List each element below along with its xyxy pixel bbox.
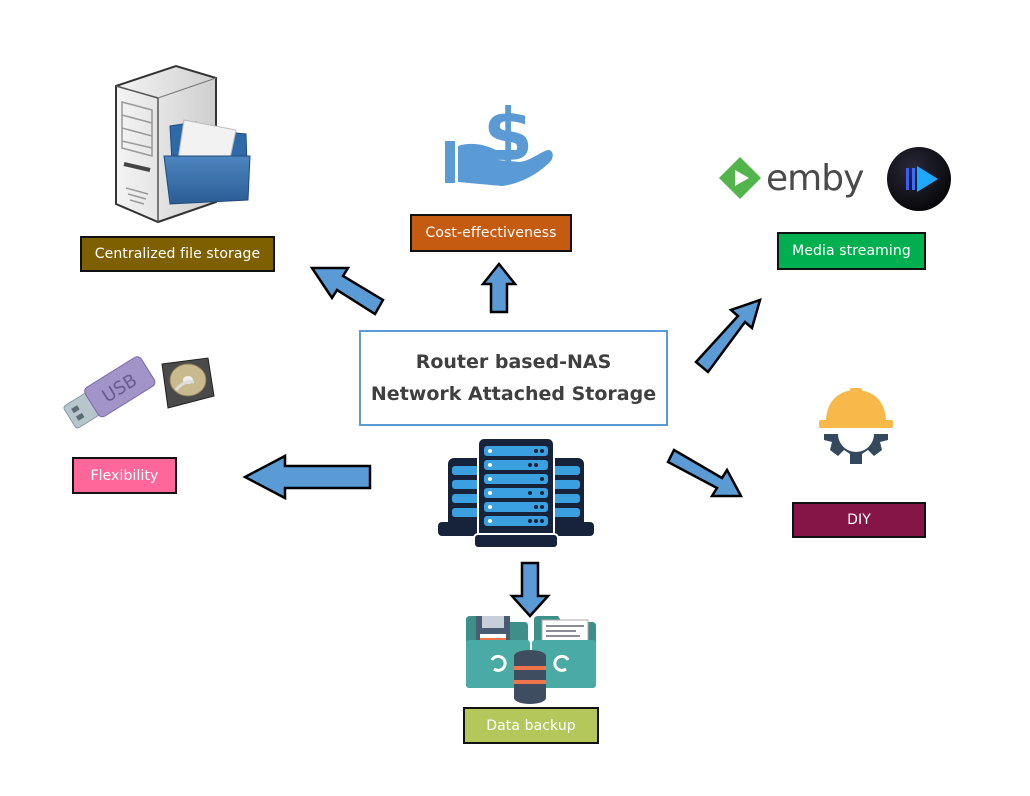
center-box: Router based-NAS Network Attached Storag… — [359, 330, 668, 426]
arrow-up — [480, 261, 518, 314]
label-diy: DIY — [792, 502, 926, 538]
hand-dollar-icon: $ — [445, 93, 553, 186]
label-media-streaming: Media streaming — [777, 232, 926, 270]
arrow-down — [509, 561, 551, 618]
database-icon — [514, 650, 546, 704]
emby-diamond-icon — [719, 157, 761, 199]
arrow-lower-right — [666, 448, 744, 498]
label-cost-effectiveness: Cost-effectiveness — [410, 214, 572, 252]
server-rack-icon — [438, 437, 594, 549]
helmet-gear-icon — [819, 388, 893, 464]
emby-logo: emby — [718, 156, 864, 200]
server-folder-icon — [115, 64, 251, 224]
usb-drive-icon: USB — [63, 356, 156, 429]
label-centralized-file-storage: Centralized file storage — [80, 236, 275, 272]
hard-disk-icon — [161, 357, 215, 409]
center-subtitle: Network Attached Storage — [370, 383, 657, 405]
arrow-upper-right — [694, 298, 762, 374]
middle-rack — [473, 437, 559, 549]
label-flexibility: Flexibility — [72, 457, 177, 494]
arrow-left — [242, 453, 372, 501]
emby-wordmark: emby — [766, 157, 864, 199]
backup-folders-database-icon — [466, 616, 596, 704]
media-player-icon — [887, 147, 951, 211]
label-data-backup: Data backup — [463, 707, 599, 744]
center-title: Router based-NAS — [415, 351, 612, 373]
arrow-upper-left-shape — [309, 266, 385, 316]
